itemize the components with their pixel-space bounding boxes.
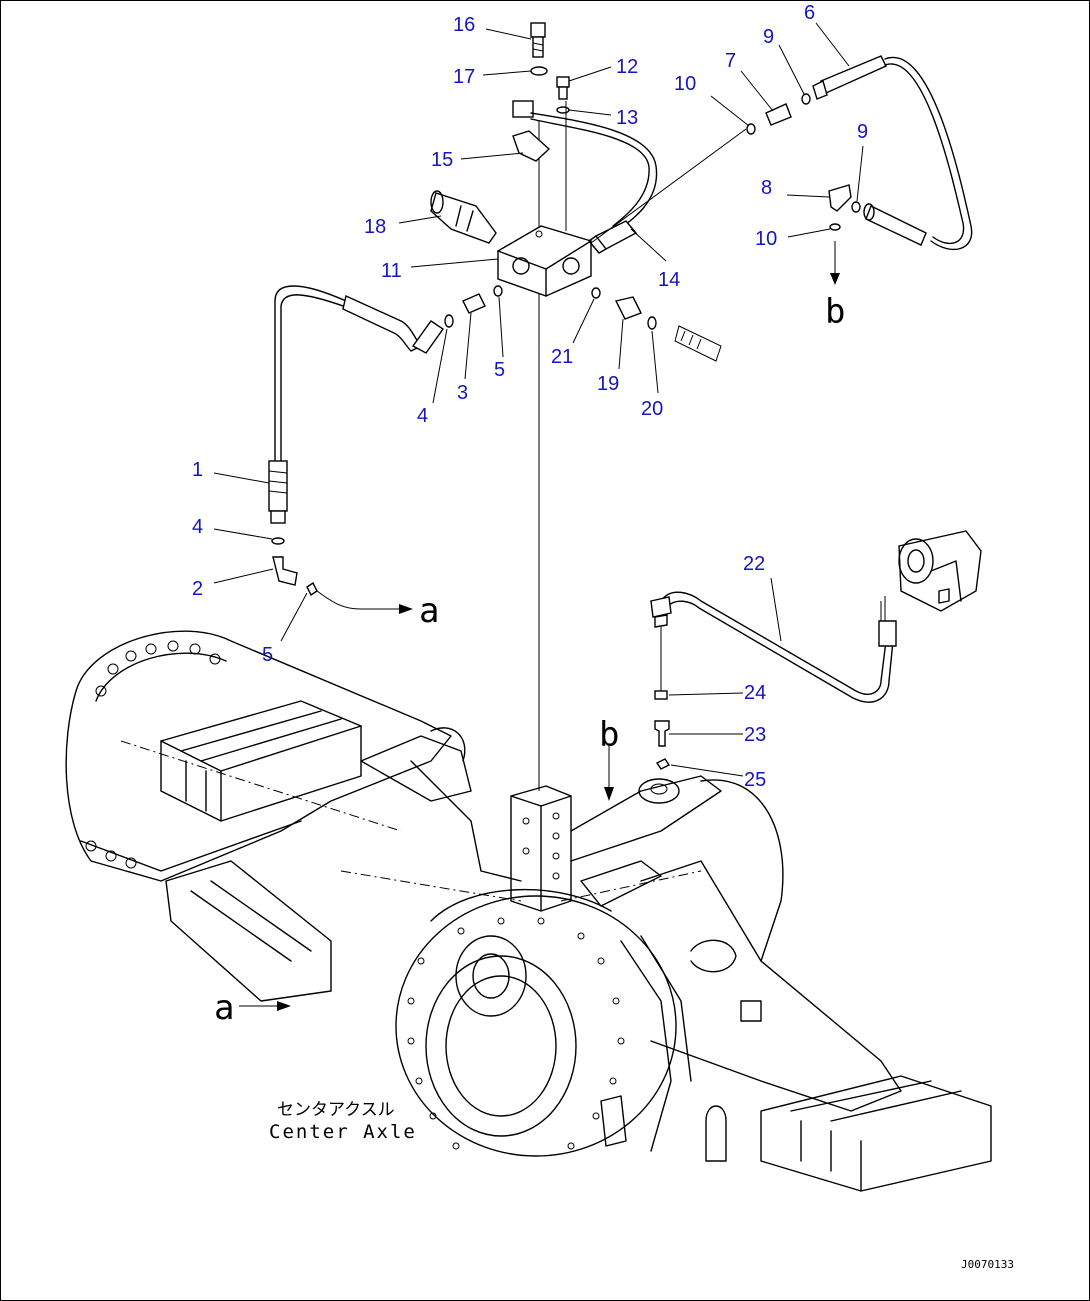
oring-25 xyxy=(655,758,671,770)
axle-label-english: Center Axle xyxy=(269,1121,417,1143)
oring-4b xyxy=(271,537,285,545)
callout-22: 22 xyxy=(743,553,765,575)
hose-6 xyxy=(812,55,973,251)
view-letter-b-mid: b xyxy=(599,715,619,755)
tee-8 xyxy=(828,184,852,212)
oring-5a xyxy=(493,285,503,297)
washer-13 xyxy=(556,106,570,114)
callout-2: 2 xyxy=(192,578,203,600)
callout-6: 6 xyxy=(804,2,815,24)
callout-3: 3 xyxy=(457,382,468,404)
fitting-19 xyxy=(614,296,642,320)
callout-16: 16 xyxy=(453,14,475,36)
oring-5b xyxy=(306,581,318,597)
callout-17: 17 xyxy=(453,66,475,88)
oring-21 xyxy=(591,287,601,299)
callout-8: 8 xyxy=(761,177,772,199)
callout-23: 23 xyxy=(744,724,766,746)
callout-19: 19 xyxy=(597,373,619,395)
callout-21: 21 xyxy=(551,346,573,368)
connector xyxy=(512,100,534,118)
callout-5-top: 5 xyxy=(494,359,505,381)
washer-17 xyxy=(530,66,548,76)
callout-4-top: 4 xyxy=(417,405,428,427)
callout-15: 15 xyxy=(431,149,453,171)
oring-20 xyxy=(647,316,657,330)
callout-24: 24 xyxy=(744,682,766,704)
center-axle-drawing xyxy=(65,630,992,1192)
hose-1 xyxy=(268,285,444,524)
oring-10a xyxy=(746,123,756,135)
callout-25: 25 xyxy=(744,769,766,791)
axle-label-japanese: センタアクスル xyxy=(277,1100,395,1120)
callout-11: 11 xyxy=(381,260,402,282)
fitting-7 xyxy=(765,103,792,126)
callout-5-left: 5 xyxy=(262,644,273,666)
bolt-16 xyxy=(530,22,546,58)
callout-7: 7 xyxy=(725,50,736,72)
valve-block xyxy=(497,225,592,297)
oring-9a xyxy=(801,93,811,105)
elbow-2 xyxy=(272,556,298,586)
callout-10-top: 10 xyxy=(674,73,696,95)
callout-4-left: 4 xyxy=(192,516,203,538)
fitting-3 xyxy=(462,293,486,314)
oring-4a xyxy=(444,314,454,328)
callout-9-right: 9 xyxy=(857,121,868,143)
callout-9-top: 9 xyxy=(763,26,774,48)
sensor-18 xyxy=(430,190,497,244)
drawing-code: J0070133 xyxy=(961,1258,1014,1271)
callout-12: 12 xyxy=(616,56,638,78)
bolt-12 xyxy=(556,76,570,100)
callout-13: 13 xyxy=(616,107,638,129)
callout-1: 1 xyxy=(192,459,203,481)
view-letter-a-right: a xyxy=(419,591,439,631)
callout-10-right: 10 xyxy=(755,228,777,250)
view-letter-b-top: b xyxy=(825,292,845,332)
callout-18: 18 xyxy=(364,216,386,238)
callout-14: 14 xyxy=(658,269,680,291)
oring-9b xyxy=(851,201,861,213)
tube-22 xyxy=(650,530,982,703)
elbow-23 xyxy=(654,720,670,747)
clamp-15 xyxy=(512,130,551,162)
callout-20: 20 xyxy=(641,398,663,420)
oring-24 xyxy=(654,690,668,700)
view-letter-a-left: a xyxy=(214,988,234,1028)
oring-10b xyxy=(829,223,841,231)
